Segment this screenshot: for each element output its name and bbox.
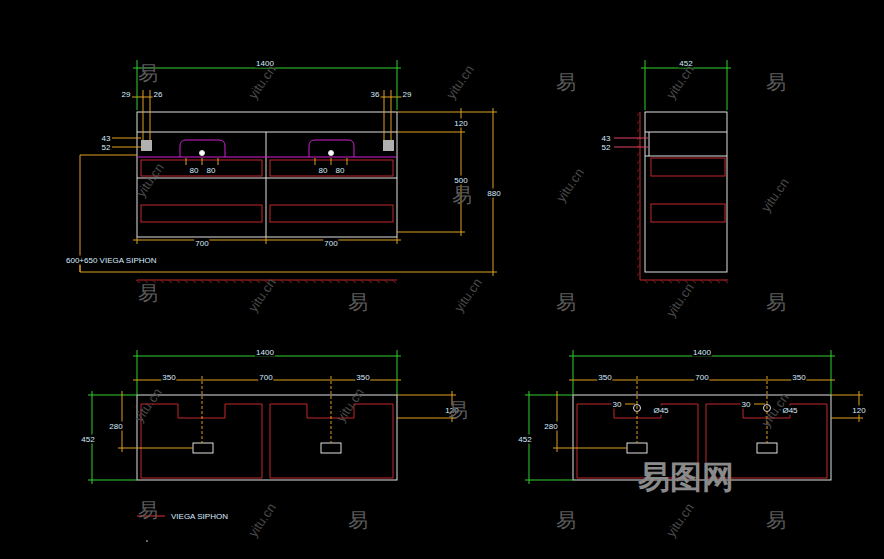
watermark-text: yitu.cn: [133, 160, 167, 199]
watermark-glyph: 易: [348, 507, 368, 534]
watermark-text: yitu.cn: [451, 275, 485, 314]
dimension-value: 120: [453, 119, 468, 128]
watermark-text: yitu.cn: [758, 175, 792, 214]
dimension-value: 1400: [692, 348, 712, 357]
dimension-value: 80: [318, 166, 329, 175]
dimension-value: 700: [694, 373, 709, 382]
dimension-value: 30: [741, 400, 752, 409]
dimension-value: 26: [153, 90, 164, 99]
watermark-glyph: 易: [138, 497, 158, 524]
watermark-glyph: 易: [448, 397, 468, 424]
watermark-glyph: 易: [766, 289, 786, 316]
watermark-text: yitu.cn: [553, 165, 587, 204]
dimension-value: 80: [335, 166, 346, 175]
dimension-value: 700: [323, 239, 338, 248]
dimension-value: 120: [851, 406, 866, 415]
dimension-value: Ø45: [652, 406, 669, 415]
watermark-text: yitu.cn: [333, 385, 367, 424]
watermark-logo: 易图网: [638, 456, 734, 500]
dimension-value: 700: [258, 373, 273, 382]
watermark-glyph: 易: [766, 69, 786, 96]
dimension-value: 280: [543, 422, 558, 431]
dimension-value: 52: [601, 143, 612, 152]
dimension-value: 350: [355, 373, 370, 382]
dimension-value: 280: [108, 422, 123, 431]
dimension-value: 350: [597, 373, 612, 382]
watermark-glyph: 易: [348, 289, 368, 316]
watermark-glyph: 易: [138, 60, 158, 87]
watermark-glyph: 易: [556, 507, 576, 534]
watermark-glyph: 易: [138, 280, 158, 307]
watermark-glyph: 易: [556, 69, 576, 96]
watermark-text: yitu.cn: [663, 500, 697, 539]
legend-text: VIEGA SIPHON: [171, 512, 228, 521]
dimension-value: 452: [80, 435, 95, 444]
dimension-value: 43: [101, 134, 112, 143]
dimension-value: 452: [517, 435, 532, 444]
dimension-value: 29: [402, 90, 413, 99]
watermark-text: yitu.cn: [131, 385, 165, 424]
dimension-value: 80: [189, 166, 200, 175]
watermark-glyph: 易: [452, 182, 472, 209]
dimension-value: 29: [121, 90, 132, 99]
dimension-value: 700: [194, 239, 209, 248]
dimension-value: 80: [206, 166, 217, 175]
dimension-value: 43: [601, 134, 612, 143]
watermark-text: yitu.cn: [443, 62, 477, 101]
watermark-text: yitu.cn: [663, 280, 697, 319]
dimension-value: 30: [612, 400, 623, 409]
dimension-value: 350: [161, 373, 176, 382]
dimension-value: 1400: [255, 348, 275, 357]
watermark-glyph: 易: [556, 289, 576, 316]
watermark-text: yitu.cn: [245, 500, 279, 539]
dimension-value: 350: [791, 373, 806, 382]
dimension-value: 52: [101, 143, 112, 152]
dimension-value: 600+650 VIEGA SIPHON: [65, 256, 158, 265]
dimension-value: 36: [370, 90, 381, 99]
watermark-glyph: 易: [766, 507, 786, 534]
dimension-value: 880: [486, 189, 501, 198]
